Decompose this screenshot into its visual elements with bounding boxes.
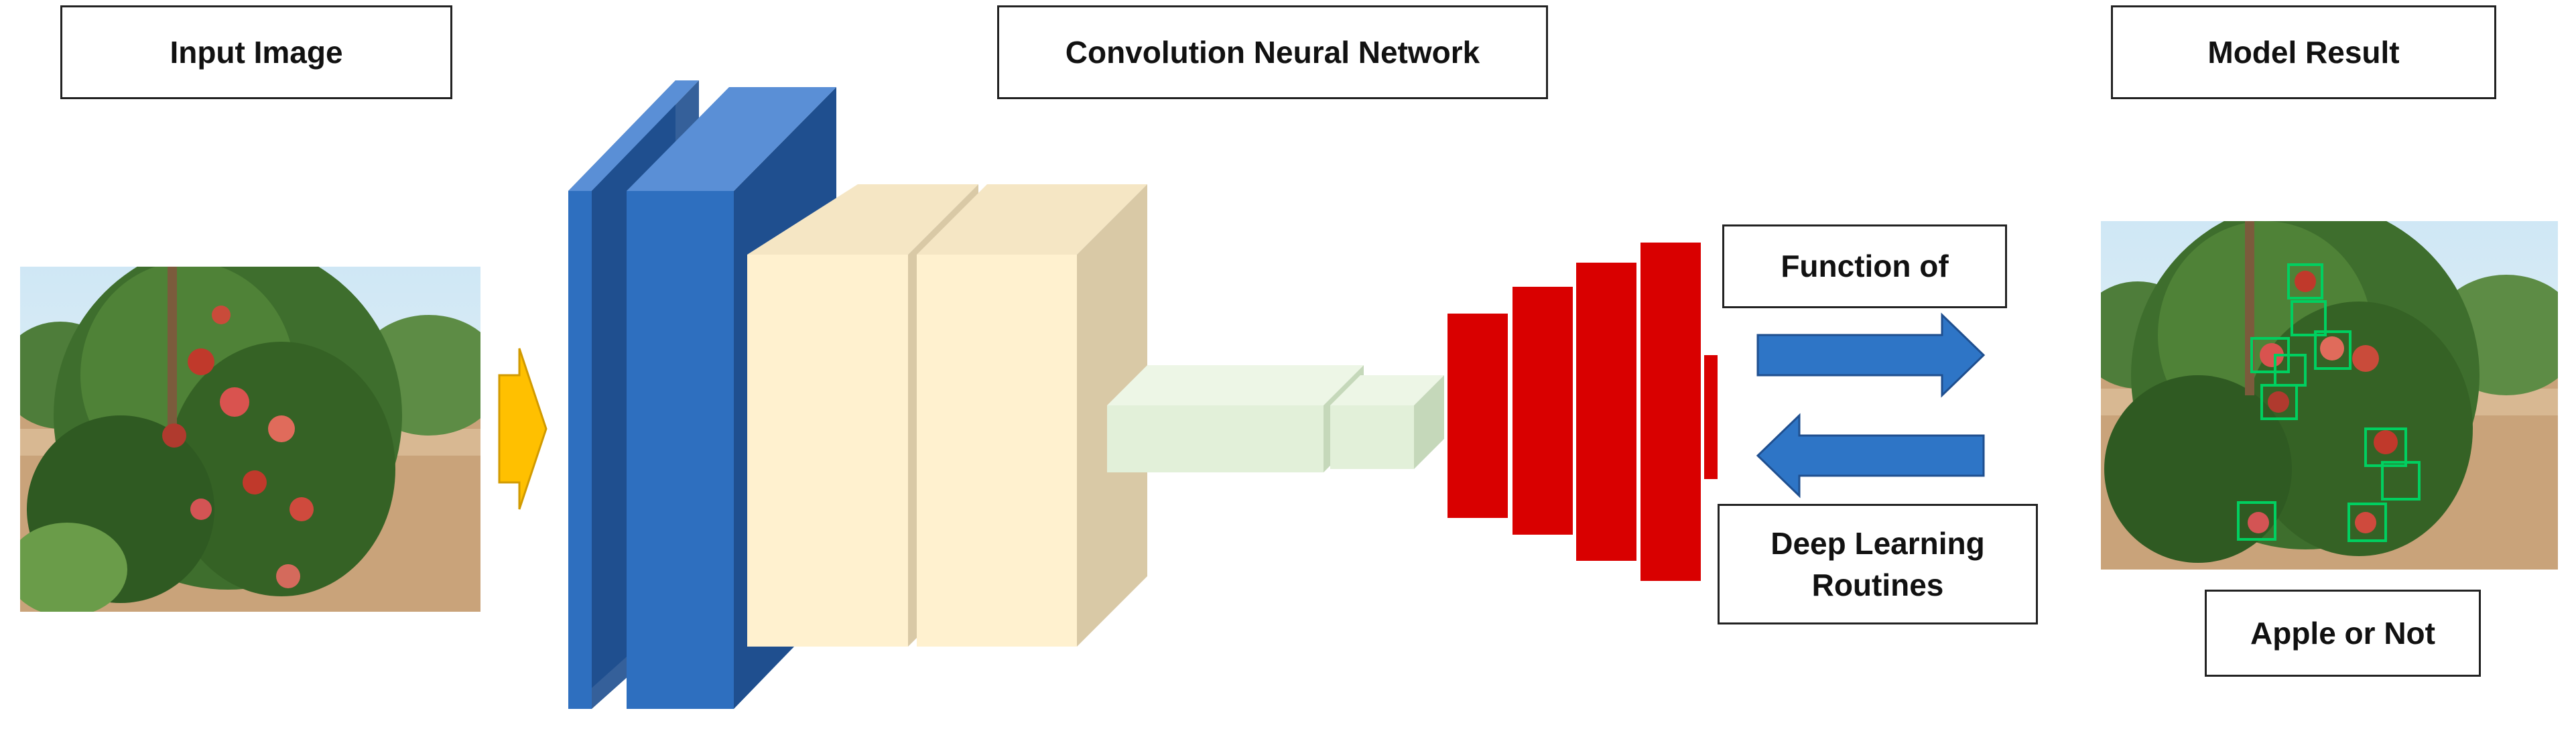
forward-arrow-icon: [1756, 312, 1986, 398]
pooling-layer-green-1: [1107, 365, 1364, 472]
fc-output-layer: [1704, 355, 1718, 479]
deep-learning-routines-label: Deep Learning Routines: [1718, 504, 2038, 624]
input-image-label: Input Image: [60, 5, 452, 99]
function-of-label: Function of: [1722, 224, 2007, 308]
detection-box: [2381, 461, 2421, 501]
model-result-text: Model Result: [2207, 34, 2400, 70]
detection-box: [2347, 503, 2387, 542]
pooling-layer-green-2: [1330, 375, 1444, 469]
model-result-image: [2101, 221, 2558, 570]
apple-or-not-label: Apple or Not: [2205, 590, 2481, 677]
fc-layer-2: [1512, 287, 1573, 535]
model-result-label: Model Result: [2111, 5, 2496, 99]
fully-connected-layers: [1447, 243, 1718, 581]
detection-boxes: [2237, 263, 2421, 542]
detection-box: [2274, 354, 2307, 387]
input-arrow-icon: [498, 348, 548, 510]
input-image-text: Input Image: [170, 34, 343, 70]
fc-layer-4: [1640, 243, 1701, 581]
function-of-text: Function of: [1781, 249, 1949, 284]
backward-arrow-icon: [1756, 413, 1985, 499]
fc-layer-3: [1576, 263, 1636, 561]
deep-learning-text-line1: Deep Learning: [1770, 525, 1985, 561]
deep-learning-text-line2: Routines: [1811, 568, 1944, 602]
detection-box: [2291, 300, 2327, 336]
cnn-label: Convolution Neural Network: [997, 5, 1548, 99]
detection-box: [2364, 427, 2407, 467]
apple-or-not-text: Apple or Not: [2250, 615, 2435, 651]
detection-box: [2237, 501, 2276, 541]
detection-box: [2287, 263, 2323, 300]
fc-layer-1: [1447, 314, 1508, 518]
input-image: [20, 267, 480, 612]
cnn-text: Convolution Neural Network: [1065, 34, 1480, 70]
detection-box: [2314, 330, 2352, 370]
